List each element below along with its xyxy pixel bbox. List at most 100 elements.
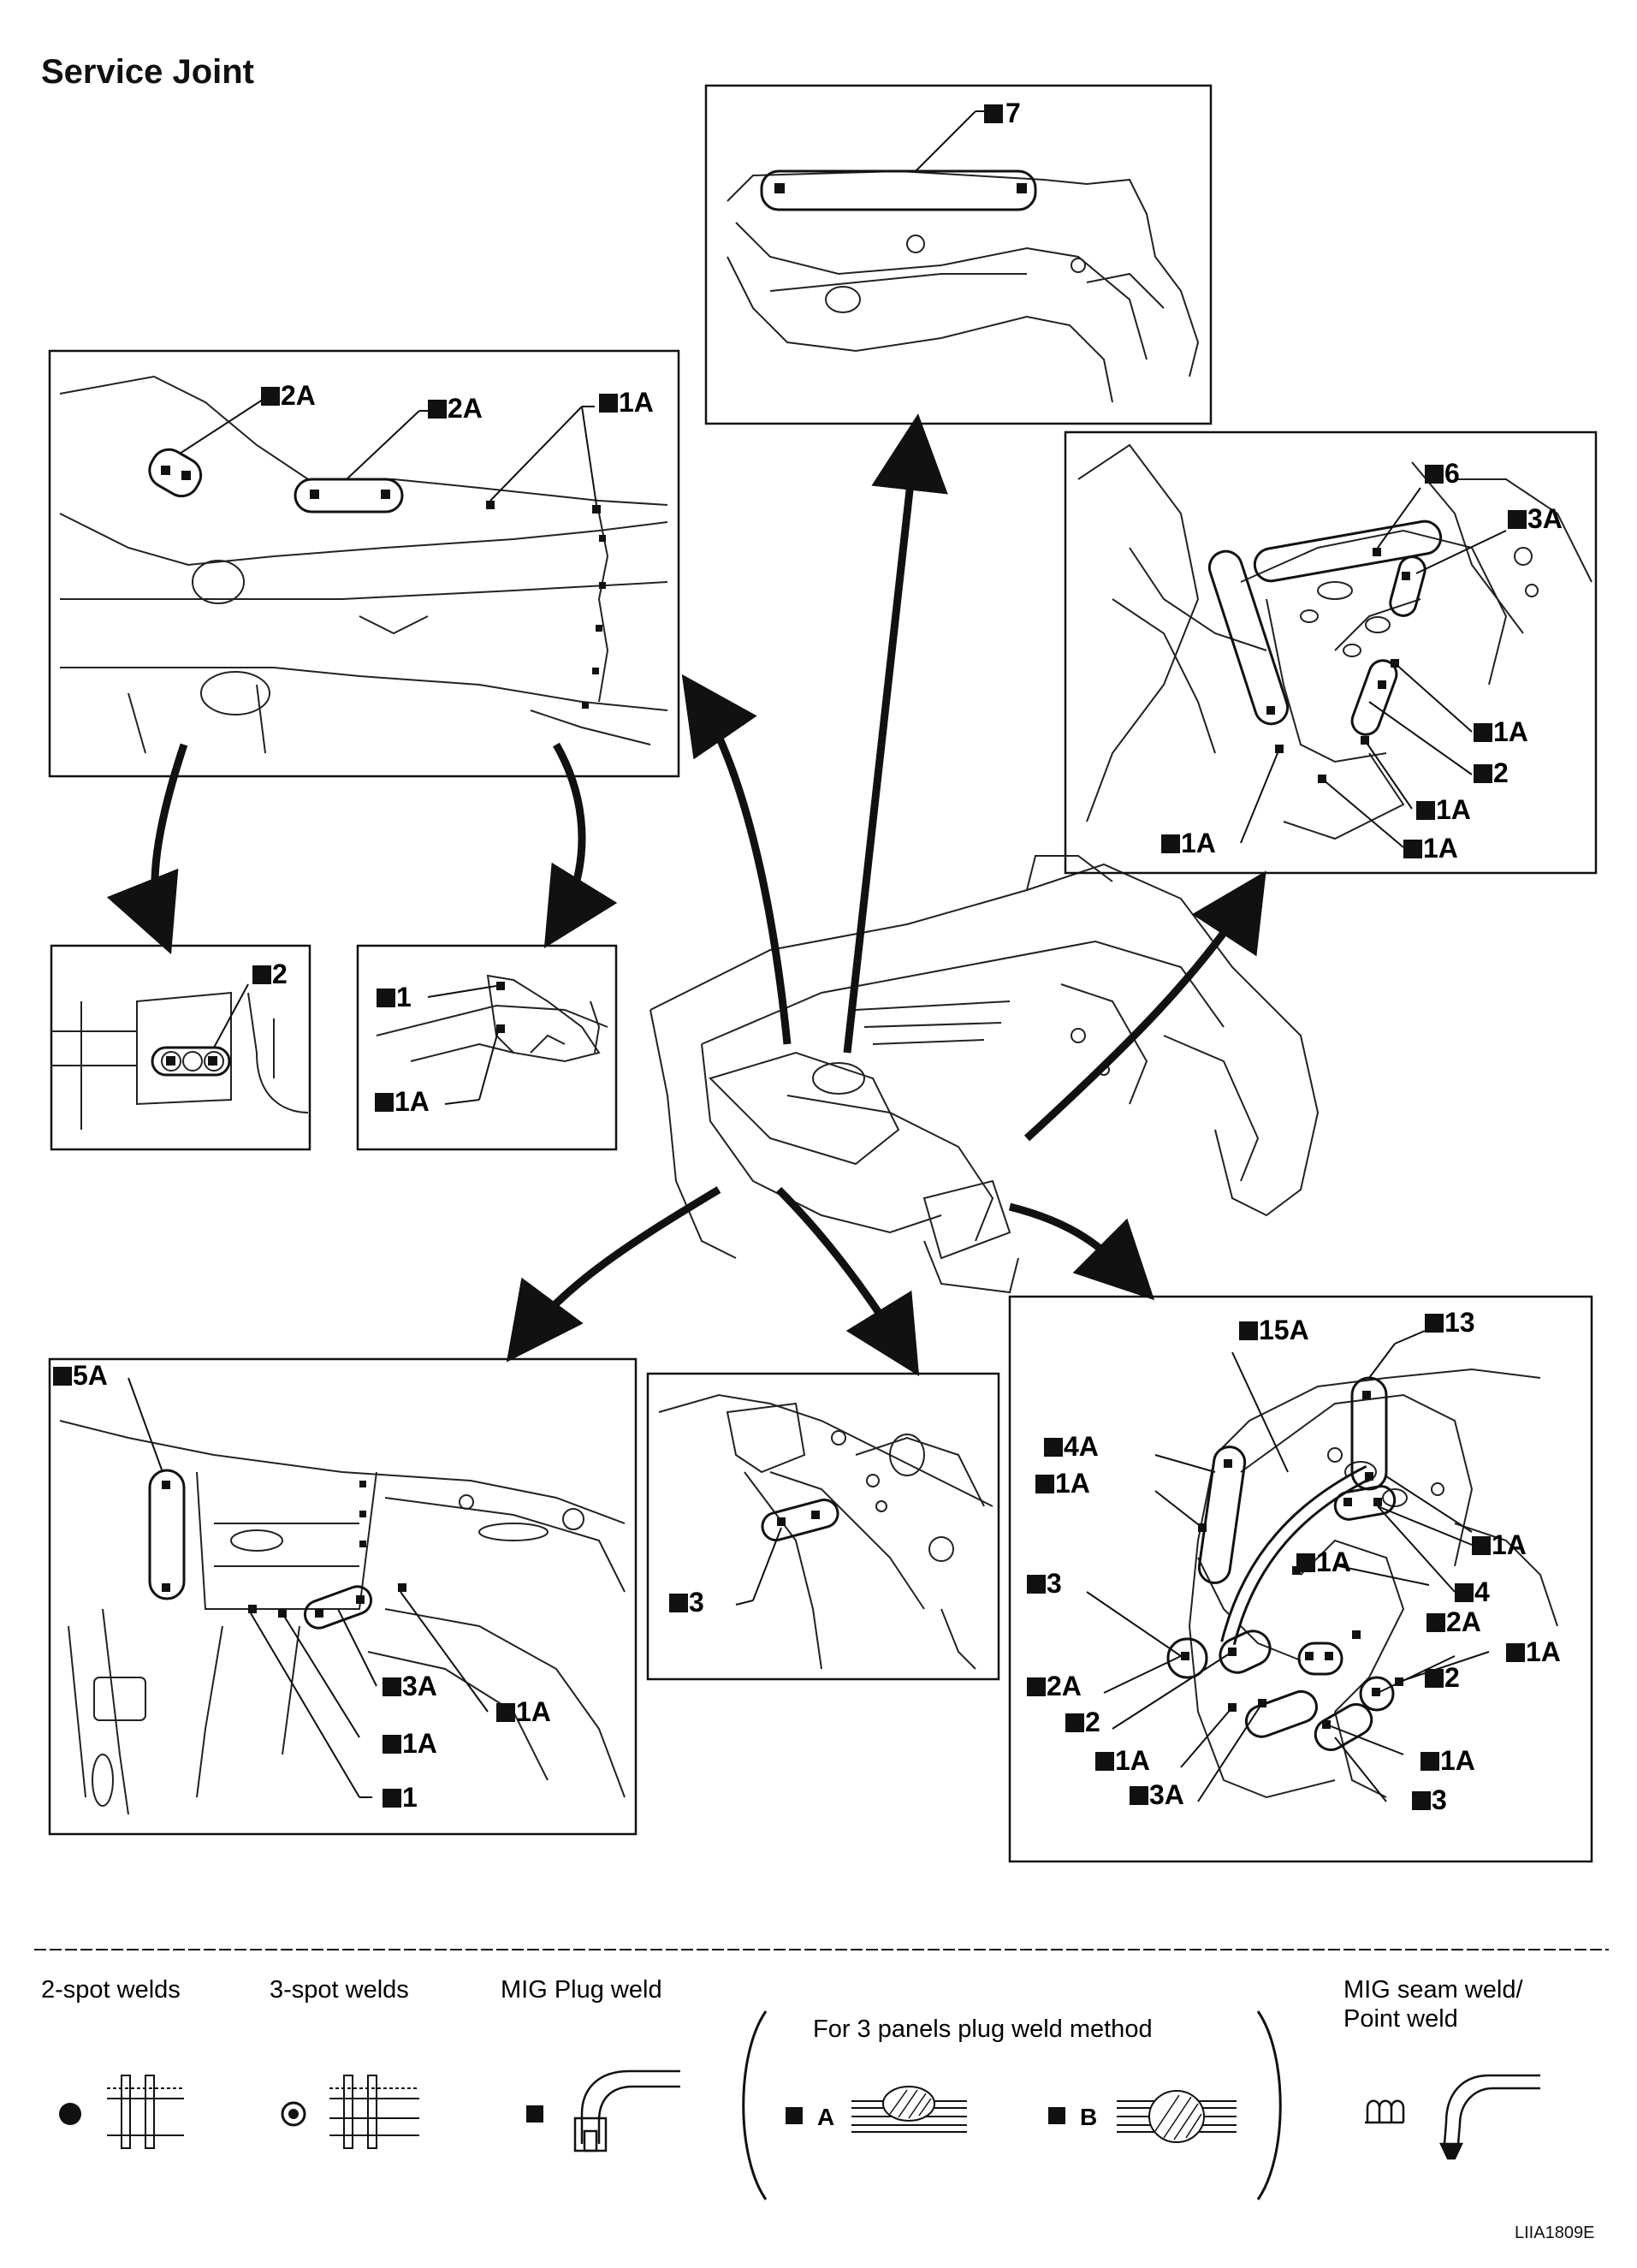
callout-6: 6 xyxy=(1425,458,1460,489)
callout-2A-middle: 2A xyxy=(428,393,483,424)
callout-1A-bl1: 1A xyxy=(496,1696,551,1727)
callout-4-text: 4 xyxy=(1474,1576,1490,1607)
callout-2A-br1: 2A xyxy=(1027,1671,1082,1701)
callout-1A-bl2: 1A xyxy=(383,1728,437,1759)
callout-4A: 4A xyxy=(1044,1431,1099,1462)
callout-2A-br2-text: 2A xyxy=(1446,1606,1481,1637)
callout-1A-br4: 1A xyxy=(1296,1547,1351,1577)
callout-4: 4 xyxy=(1455,1576,1490,1607)
callout-2A-br1-text: 2A xyxy=(1047,1671,1082,1701)
callout-2A-left: 2A xyxy=(261,380,316,411)
center-body-sketch xyxy=(649,855,1320,1294)
callout-1A-br6-text: 1A xyxy=(1440,1745,1475,1776)
callout-3-br2: 3 xyxy=(1412,1784,1447,1815)
callout-1A-bl1-text: 1A xyxy=(516,1696,551,1727)
panel-mid-left xyxy=(50,944,311,1151)
pointer-arrows xyxy=(106,413,1266,1376)
callout-1A-top-text: 1A xyxy=(619,387,654,418)
callout-5A-text: 5A xyxy=(73,1360,108,1391)
callout-2-br1: 2 xyxy=(1065,1707,1100,1737)
three-spot-symbol-icon xyxy=(281,2075,419,2149)
seam-weld-symbol-icon xyxy=(1365,2074,1540,2160)
panel-bottom-center xyxy=(646,1372,1000,1681)
legend-two-spot-label: 2-spot welds xyxy=(41,1976,181,2004)
callout-1A-r2-text: 1A xyxy=(1436,794,1471,825)
callout-1-bottom-left-text: 1 xyxy=(402,1782,418,1813)
method-b-label: B xyxy=(1080,2104,1097,2130)
callout-2-br2-text: 2 xyxy=(1444,1662,1460,1693)
callout-2-right: 2 xyxy=(1474,757,1509,788)
callout-13: 13 xyxy=(1425,1307,1475,1338)
callout-13-text: 13 xyxy=(1444,1307,1475,1338)
legend-seam-line1: MIG seam weld/ xyxy=(1343,1976,1523,2004)
callout-3A-right: 3A xyxy=(1508,503,1563,534)
panel-bottom-right xyxy=(1008,1295,1593,1863)
callout-3-bottom-center: 3 xyxy=(669,1587,704,1618)
callout-1A-r3: 1A xyxy=(1161,828,1216,858)
method-a-label: A xyxy=(817,2104,834,2130)
callout-1A-r4-text: 1A xyxy=(1423,833,1458,864)
callout-1A-r2: 1A xyxy=(1416,794,1471,825)
callout-2-small-text: 2 xyxy=(272,959,288,989)
callout-2-br2: 2 xyxy=(1425,1662,1460,1693)
callout-1A-br4-text: 1A xyxy=(1316,1547,1351,1577)
legend-three-panel-label: For 3 panels plug weld method xyxy=(813,2016,1153,2043)
callout-1A-br5-text: 1A xyxy=(1526,1636,1561,1667)
callout-3-br2-text: 3 xyxy=(1432,1784,1447,1815)
callout-1A-r1-text: 1A xyxy=(1493,716,1528,747)
callout-2-br1-text: 2 xyxy=(1085,1707,1100,1737)
callout-2A-br2: 2A xyxy=(1426,1606,1481,1637)
callout-1-bottom-left: 1 xyxy=(383,1782,418,1813)
callout-6-text: 6 xyxy=(1444,458,1460,489)
callout-4A-text: 4A xyxy=(1064,1431,1099,1462)
two-spot-symbol-icon xyxy=(59,2075,184,2149)
callout-2-right-text: 2 xyxy=(1493,757,1509,788)
panel-top-left xyxy=(48,349,680,778)
callout-3A-right-text: 3A xyxy=(1527,503,1563,534)
callout-2A-middle-text: 2A xyxy=(448,393,483,424)
method-b-symbol-icon: B xyxy=(1048,2090,1237,2143)
callout-1A-br5: 1A xyxy=(1506,1636,1561,1667)
panel-top-center xyxy=(704,84,1213,425)
callout-1A-br2: 1A xyxy=(1095,1745,1150,1776)
callout-1A-br3: 1A xyxy=(1472,1529,1527,1560)
callout-1A-mid: 1A xyxy=(375,1086,430,1117)
legend: 2-spot welds 3-spot welds MIG Plug weld … xyxy=(34,1949,1609,2200)
legend-seam-line2: Point weld xyxy=(1343,2005,1458,2033)
callout-1A-r3-text: 1A xyxy=(1181,828,1216,858)
callout-1A-r4: 1A xyxy=(1403,833,1458,864)
callout-15A: 15A xyxy=(1239,1315,1309,1345)
callout-5A: 5A xyxy=(53,1360,108,1391)
callout-3A-br: 3A xyxy=(1130,1779,1184,1810)
callout-1A-mid-text: 1A xyxy=(394,1086,430,1117)
callout-3A-br-text: 3A xyxy=(1149,1779,1184,1810)
callout-15A-text: 15A xyxy=(1259,1315,1309,1345)
callout-3A-bottom-left: 3A xyxy=(383,1671,437,1701)
callout-1A-br3-text: 1A xyxy=(1492,1529,1527,1560)
callout-7-text: 7 xyxy=(1005,98,1021,128)
legend-three-spot-label: 3-spot welds xyxy=(270,1976,409,2004)
callout-3A-bottom-left-text: 3A xyxy=(402,1671,437,1701)
callout-2-small: 2 xyxy=(252,959,288,989)
document-code: LIIA1809E xyxy=(1515,2223,1595,2242)
callout-1-mid: 1 xyxy=(377,982,412,1012)
three-panel-bracket xyxy=(742,2010,1282,2200)
callout-3-br1-text: 3 xyxy=(1047,1568,1062,1599)
callout-1A-top: 1A xyxy=(599,387,654,418)
callout-3-bottom-center-text: 3 xyxy=(689,1587,704,1618)
panel-mid-center xyxy=(356,944,618,1151)
mig-plug-symbol-icon xyxy=(526,2069,680,2152)
panel-top-right xyxy=(1064,430,1598,875)
page-title: Service Joint xyxy=(41,53,255,91)
legend-mig-plug-label: MIG Plug weld xyxy=(501,1976,662,2004)
callout-3-br1: 3 xyxy=(1027,1568,1062,1599)
callout-1A-br1: 1A xyxy=(1035,1468,1090,1499)
callout-1A-r1: 1A xyxy=(1474,716,1528,747)
panel-bottom-left xyxy=(48,1357,638,1836)
callout-labels: 7 2A 2A 1A 6 3A 1A 2 1A 1A 1A 2 xyxy=(53,98,1563,1815)
callout-1A-br6: 1A xyxy=(1421,1745,1475,1776)
callout-1A-br1-text: 1A xyxy=(1055,1468,1090,1499)
callout-2A-left-text: 2A xyxy=(281,380,316,411)
